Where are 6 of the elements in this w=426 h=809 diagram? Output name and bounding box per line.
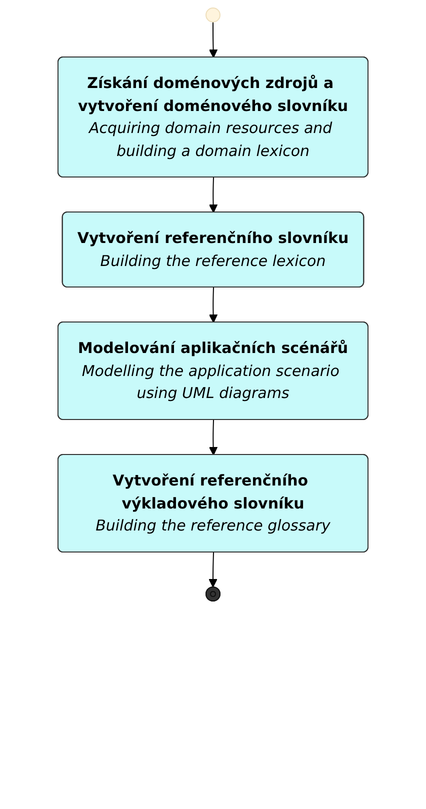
arrow <box>208 177 218 213</box>
arrow <box>208 22 218 58</box>
arrow <box>208 420 218 456</box>
arrow <box>208 287 218 323</box>
node-circle <box>206 8 220 22</box>
arrow <box>208 552 218 588</box>
